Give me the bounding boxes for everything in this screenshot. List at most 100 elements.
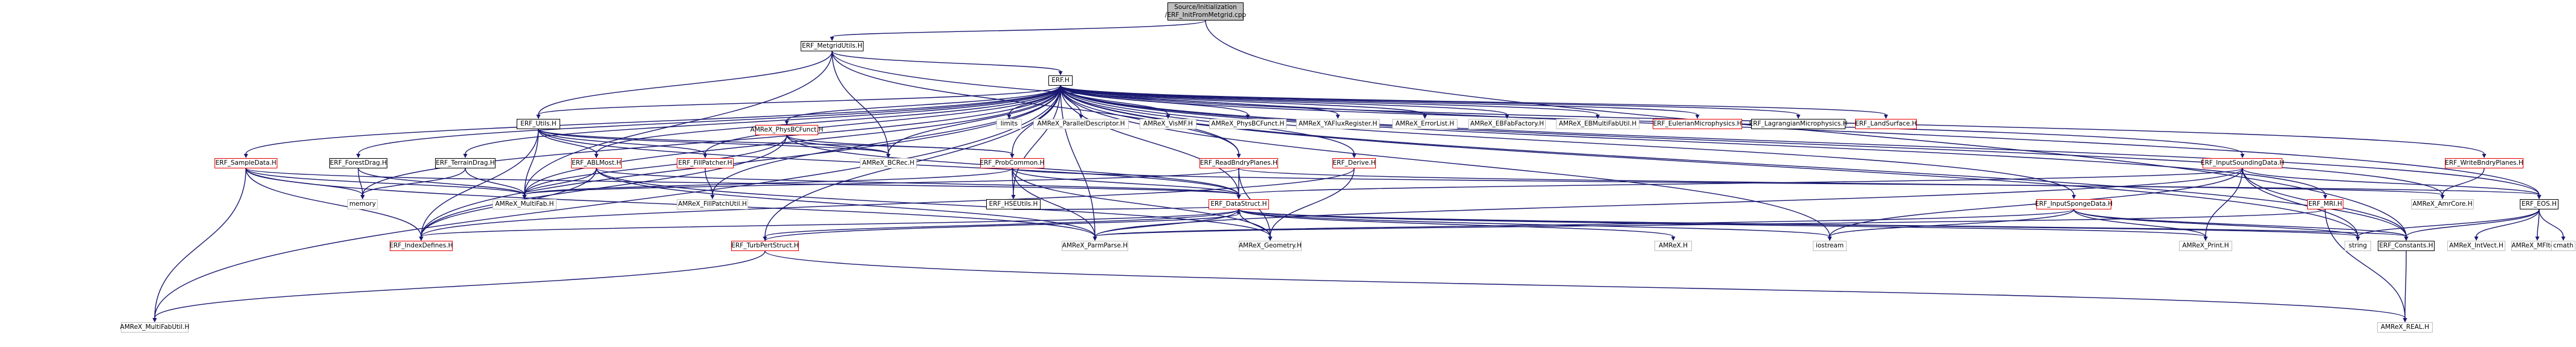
edge-arrowhead xyxy=(1268,237,1273,241)
node-amrex-vismf-h: AMReX_VisMF.H xyxy=(1140,119,1196,129)
edge-erfh-to-mri xyxy=(1060,85,2326,196)
edge-inputsponge-to-string xyxy=(2073,209,2358,237)
node-erf-fillpatcher-h[interactable]: ERF_FillPatcher.H xyxy=(677,158,734,168)
edge-arrowhead xyxy=(1236,154,1241,158)
node-erf-indexdefines-h[interactable]: ERF_IndexDefines.H xyxy=(389,241,453,251)
node-erf-metgridutils-h[interactable]: ERF_MetgridUtils.H xyxy=(801,41,864,51)
edge-arrowhead xyxy=(2355,237,2360,241)
edge-metgrid-to-bcrec xyxy=(831,51,889,154)
node-iostream: iostream xyxy=(1813,241,1847,251)
edge-physbcfunctH-to-probcommon xyxy=(786,135,1013,154)
edge-physbcfunctH-to-bcrec xyxy=(786,135,889,154)
node-erf-datastruct-h[interactable]: ERF_DataStruct.H xyxy=(1209,199,1269,209)
node-erf-utils-h[interactable]: ERF_Utils.H xyxy=(517,119,560,129)
edge-arrowhead xyxy=(1796,115,1801,119)
node-erf-probcommon-h[interactable]: ERF_ProbCommon.H xyxy=(980,158,1045,168)
edge-inputsponge-to-constants xyxy=(2073,209,2407,237)
edge-arrowhead xyxy=(710,195,715,199)
edge-erfh-to-ablmost xyxy=(596,85,1061,154)
edge-sampledata-to-multifabutil xyxy=(154,168,247,319)
edge-erfh-to-iostream xyxy=(1060,85,1830,237)
edge-arrowhead xyxy=(1352,154,1357,158)
node-erf-constants-h[interactable]: ERF_Constants.H xyxy=(2378,241,2435,251)
edge-erfh-to-inputsponge xyxy=(1060,85,2074,196)
node-amrex-ebmultifabutil-h: AMReX_EBMultiFabUtil.H xyxy=(1556,119,1639,129)
node-erf-mri-h[interactable]: ERF_MRI.H xyxy=(2307,199,2343,209)
edge-erfh-to-terraindrag xyxy=(465,85,1061,154)
node-erf-inputspongedata-h[interactable]: ERF_InputSpongeData.H xyxy=(2035,199,2113,209)
edge-ablmost-to-parmparse xyxy=(596,168,1096,237)
node-erf-eulerianmicrophysics-h[interactable]: ERF_EulerianMicrophysics.H xyxy=(1653,119,1742,129)
edge-erfh-to-hseutils xyxy=(1013,85,1061,196)
edge-datastruct-to-constants xyxy=(1238,209,2407,237)
edge-inputsounding-to-parmparse xyxy=(1094,168,2243,237)
edge-root-to-metgrid xyxy=(831,20,1206,37)
edge-arrowhead xyxy=(360,195,365,199)
edge-metgrid-to-multifab xyxy=(524,51,833,196)
node-erf-h[interactable]: ERF.H xyxy=(1048,75,1073,86)
edge-inputsounding-to-print xyxy=(2205,168,2243,237)
node-erf-physbcfunct-h[interactable]: AMReX_PhysBCFunct.H xyxy=(751,125,823,135)
edge-arrowhead xyxy=(244,154,248,158)
edge-physbcfunctH-to-multifab xyxy=(524,135,787,196)
dependency-edges xyxy=(152,20,2566,322)
edge-fillpatcher-to-fillpatchutil xyxy=(705,168,713,196)
edge-readbndry-to-amrcore xyxy=(1238,168,2443,196)
edge-ablmost-to-datastruct xyxy=(596,168,1239,196)
node-erf-sampledata-h[interactable]: ERF_SampleData.H xyxy=(215,158,277,168)
edge-arrowhead xyxy=(2323,195,2328,199)
edge-turbpert-to-datastruct xyxy=(764,213,1239,241)
edge-turbpert-to-multifabutil xyxy=(154,250,766,319)
edge-erfh-to-indexdefines xyxy=(421,85,1061,237)
node-amrex-amrcore-h: AMReX_AmrCore.H xyxy=(2411,199,2474,209)
edge-arrowhead xyxy=(522,195,527,199)
edge-datastruct-to-amrexh xyxy=(1238,209,1674,237)
node-string: string xyxy=(2345,241,2371,251)
edge-forestdrag-to-multifab xyxy=(358,168,525,196)
node-erf-landsurface-h[interactable]: ERF_LandSurface.H xyxy=(1855,119,1917,129)
edge-arrowhead xyxy=(886,154,891,158)
edge-arrowhead xyxy=(2404,237,2409,241)
edge-arrowhead xyxy=(1011,195,1016,199)
node-erf-initfrommetgrid-cpp: Source/Initialization/ERF_InitFromMetgri… xyxy=(1165,2,1246,21)
edge-eos-to-cmath xyxy=(2539,209,2564,237)
edge-utils-to-fillpatcher xyxy=(538,129,706,154)
node-erf-readbndryplanes-h[interactable]: ERF_ReadBndryPlanes.H xyxy=(1199,158,1278,168)
edge-metgrid-to-utils xyxy=(538,51,833,115)
edge-probcommon-to-eos xyxy=(1012,168,2540,196)
node-erf-terraindrag-h[interactable]: ERF_TerrainDrag.H xyxy=(435,158,496,168)
node-amrex-multifab-h: AMReX_MultiFab.H xyxy=(492,199,557,209)
edge-sampledata-to-multifab xyxy=(245,168,525,196)
edge-arrowhead xyxy=(152,318,157,322)
edge-probcommon-to-geometry xyxy=(1012,168,1271,237)
edge-inputsponge-to-print xyxy=(2073,209,2206,237)
node-erf-turbpertstruct-h[interactable]: ERF_TurbPertStruct.H xyxy=(731,241,799,251)
node-memory: memory xyxy=(347,199,378,209)
node-erf-ablmost-h[interactable]: ERF_ABLMost.H xyxy=(571,158,622,168)
node-erf-derive-h[interactable]: ERF_Derive.H xyxy=(1332,158,1376,168)
node-erf-inputsoundingdata-h[interactable]: ERF_InputSoundingData.H xyxy=(2201,158,2284,168)
edge-utils-to-multifab xyxy=(524,129,539,196)
edge-arrowhead xyxy=(536,115,541,119)
edge-arrowhead xyxy=(2474,237,2479,241)
node-erf-hseutils-h[interactable]: ERF_HSEUtils.H xyxy=(986,199,1041,209)
node-amrex-multifabutil-h: AMReX_MultiFabUtil.H xyxy=(120,322,189,333)
edge-utils-to-indexdefines xyxy=(421,129,539,237)
node-erf-forestdrag-h[interactable]: ERF_ForestDrag.H xyxy=(329,158,387,168)
edge-erfh-to-forestdrag xyxy=(358,85,1061,154)
node-erf-writebndryplanes-h[interactable]: ERF_WriteBndryPlanes.H xyxy=(2445,158,2523,168)
node-erf-lagrangianmicrophysics-h[interactable]: ERF_LagrangianMicrophysics.H xyxy=(1749,119,1847,129)
edge-derive-to-indexdefines xyxy=(421,168,1355,237)
node-amrex-paralleldescriptor-h: AMReX_ParallelDescriptor.H xyxy=(1033,119,1129,129)
node-amrex-intvect-h: AMReX_IntVect.H xyxy=(2447,241,2505,251)
edge-arrowhead xyxy=(830,37,834,41)
edge-arrowhead xyxy=(1236,209,1241,214)
node-erf-eos-h[interactable]: ERF_EOS.H xyxy=(2520,199,2558,209)
edge-ablmost-to-geometry xyxy=(596,168,1271,237)
edge-writebndry-to-amrcore xyxy=(2442,168,2485,196)
edge-arrowhead xyxy=(356,154,361,158)
edge-arrowhead xyxy=(763,237,767,241)
edge-arrowhead xyxy=(2071,195,2076,199)
edge-eos-to-string xyxy=(2357,209,2540,237)
edge-erfh-to-ebfabfactory xyxy=(1060,85,1508,115)
